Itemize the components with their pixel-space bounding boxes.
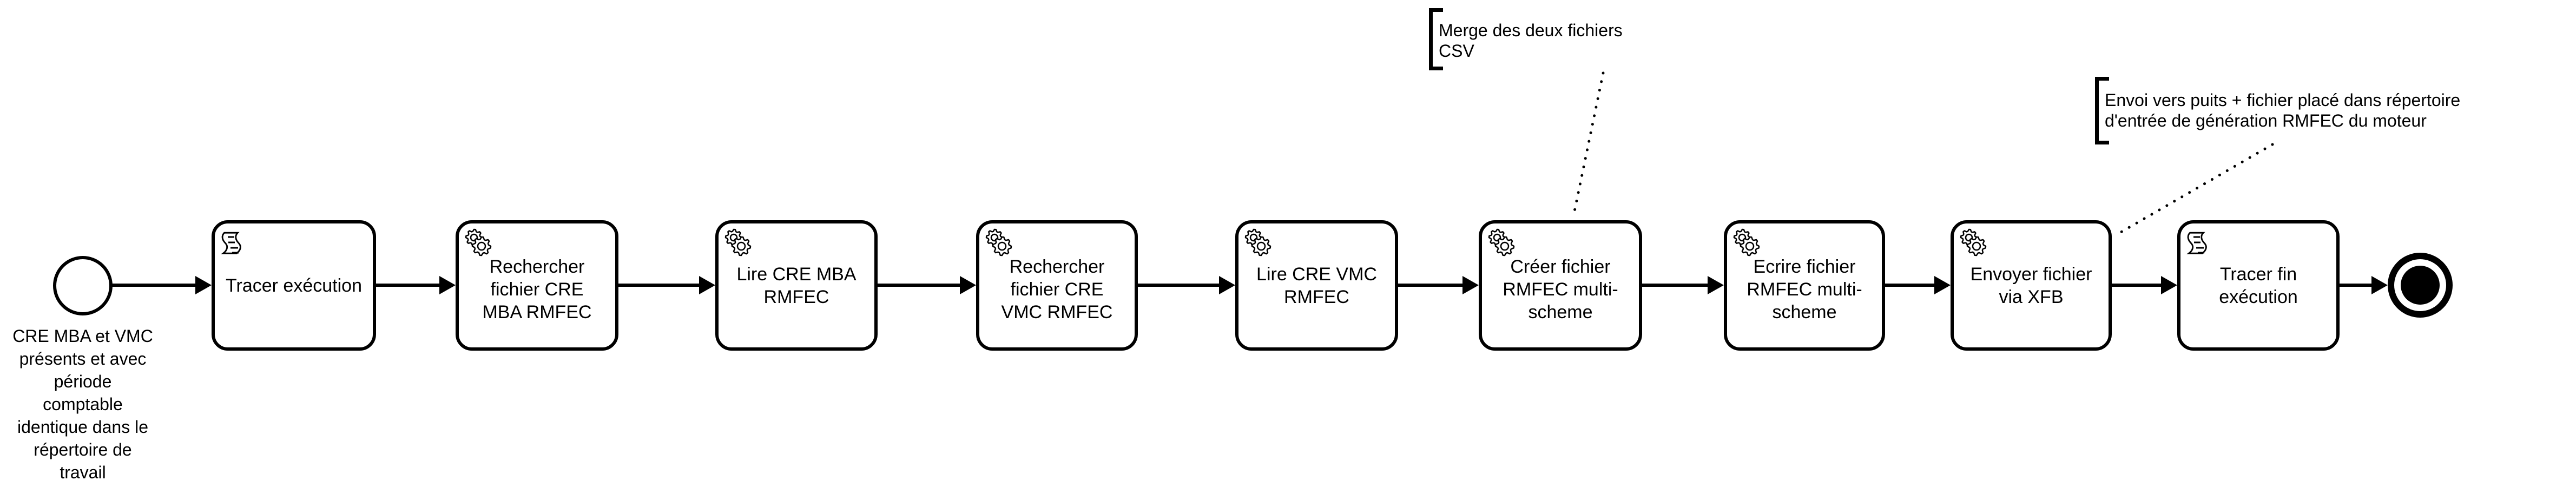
task-creer-fichier-rmfec[interactable]: Créer fichier RMFEC multi- scheme [1479,220,1642,351]
sequence-flow-t5-to-t6[interactable] [1398,276,1479,294]
sequence-flow-t7-to-t8[interactable] [1885,276,1951,294]
task-label: Lire CRE VMC RMFEC [1256,264,1377,307]
arrowhead [2161,276,2177,294]
arrowhead [1708,276,1724,294]
gears-icon [1244,228,1271,256]
task-rechercher-cre-mba[interactable]: Rechercher fichier CRE MBA RMFEC [456,220,618,351]
association-line-merge [1572,71,1605,215]
arrowhead [1934,276,1951,294]
task-label: Créer fichier RMFEC multi- scheme [1503,256,1618,323]
sequence-flow-start-to-t1[interactable] [111,276,212,294]
gears-icon [1488,228,1515,256]
task-label: Ecrire fichier RMFEC multi- scheme [1747,256,1862,323]
annotation-text: Envoi vers puits + fichier placé dans ré… [2105,90,2461,130]
script-icon [221,232,241,254]
sequence-flow-t3-to-t4[interactable] [878,276,976,294]
task-label: Lire CRE MBA RMFEC [736,264,857,307]
gears-icon [1733,228,1760,256]
task-label: Tracer fin exécution [2219,264,2298,307]
task-rechercher-cre-vmc[interactable]: Rechercher fichier CRE VMC RMFEC [976,220,1138,351]
task-tracer-execution[interactable]: Tracer exécution [212,220,376,351]
task-envoyer-fichier-xfb[interactable]: Envoyer fichier via XFB [1951,220,2112,351]
task-tracer-fin-execution[interactable]: Tracer fin exécution [2177,220,2340,351]
script-icon [2186,232,2207,254]
sequence-flow-t6-to-t7[interactable] [1642,276,1724,294]
task-label: Tracer exécution [226,275,362,296]
gears-icon [985,228,1012,256]
start-event[interactable] [53,256,113,315]
arrowhead [699,276,715,294]
annotation-bracket [2095,77,2109,144]
arrowhead [1462,276,1479,294]
gears-icon [465,228,492,256]
sequence-flow-t2-to-t3[interactable] [618,276,715,294]
arrowhead [2371,276,2388,294]
start-event-label: CRE MBA et VMC présents et avec période … [12,326,153,482]
task-label: Rechercher fichier CRE VMC RMFEC [1001,256,1113,323]
task-lire-cre-vmc[interactable]: Lire CRE VMC RMFEC [1235,220,1398,351]
gears-icon [1960,228,1987,256]
annotation-text: Merge des deux fichiers CSV [1439,21,1623,61]
task-label: Rechercher fichier CRE MBA RMFEC [482,256,592,323]
annotation-envoi-puits[interactable]: Envoi vers puits + fichier placé dans ré… [2095,77,2506,144]
gears-icon [724,228,752,256]
annotation-merge-csv[interactable]: Merge des deux fichiers CSV [1429,8,1656,70]
sequence-flows [111,276,2388,294]
arrowhead [195,276,212,294]
task-label: Envoyer fichier via XFB [1970,264,2092,307]
sequence-flow-t9-to-end[interactable] [2340,276,2388,294]
sequence-flow-t1-to-t2[interactable] [376,276,456,294]
end-event[interactable] [2388,253,2453,318]
arrowhead [960,276,976,294]
sequence-flow-t4-to-t5[interactable] [1138,276,1235,294]
association-line-envoi [2116,143,2274,236]
annotation-bracket [1429,8,1443,70]
arrowhead [1219,276,1235,294]
arrowhead [439,276,456,294]
task-lire-cre-mba[interactable]: Lire CRE MBA RMFEC [715,220,878,351]
sequence-flow-t8-to-t9[interactable] [2112,276,2177,294]
task-ecrire-fichier-rmfec[interactable]: Ecrire fichier RMFEC multi- scheme [1724,220,1885,351]
